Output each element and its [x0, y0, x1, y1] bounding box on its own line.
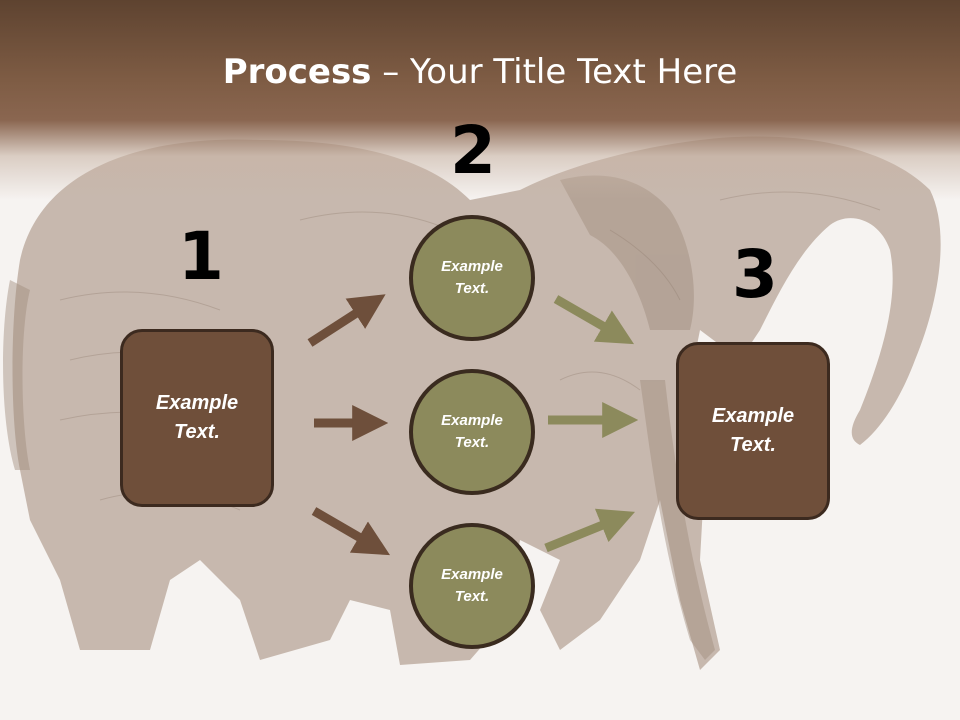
- title-bold: Process: [222, 52, 372, 92]
- title-bar: [0, 0, 960, 200]
- slide-title: Process – Your Title Text Here: [0, 52, 960, 92]
- step-number-2: 2: [450, 112, 496, 189]
- arrow-to-circle-1: [307, 294, 386, 347]
- title-rest: – Your Title Text Here: [371, 52, 738, 92]
- arrow-from-circle-3: [544, 508, 636, 553]
- arrow-from-circle-1: [553, 295, 635, 345]
- step-number-3: 3: [732, 236, 778, 313]
- step-number-1: 1: [178, 218, 224, 295]
- arrow-to-circle-3: [311, 507, 391, 556]
